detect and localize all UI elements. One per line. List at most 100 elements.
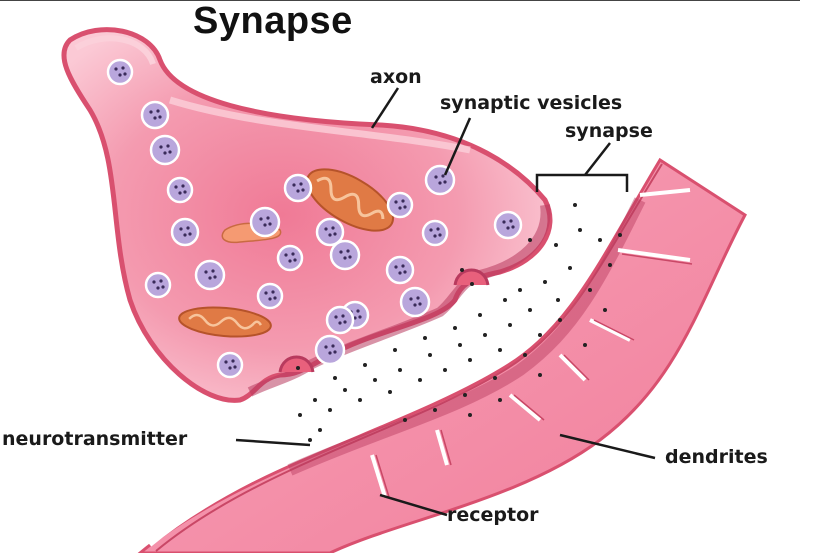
neurotransmitter-dot — [343, 388, 347, 392]
receptor-spines — [370, 188, 691, 498]
vesicle — [399, 286, 431, 318]
neurotransmitter-dot — [393, 348, 397, 352]
mitochondrion-1 — [306, 168, 394, 232]
vesicle — [386, 191, 414, 219]
synaptic-vesicles — [106, 58, 523, 379]
vesicle — [276, 244, 304, 272]
neurotransmitter-dot — [538, 373, 542, 377]
neurotransmitter-dot — [573, 203, 577, 207]
neurotransmitter-dot — [318, 428, 322, 432]
leader-lines — [235, 87, 656, 517]
vesicle — [170, 217, 200, 247]
neurotransmitter-dot — [443, 368, 447, 372]
vesicle — [256, 282, 284, 310]
neurotransmitter-dot — [523, 353, 527, 357]
neurotransmitter-dot — [588, 288, 592, 292]
vesicle — [249, 206, 281, 238]
postsynaptic-density — [287, 197, 646, 476]
fusing-vesicles — [278, 268, 490, 373]
vesicle — [325, 305, 355, 335]
neurotransmitter-dot — [333, 376, 337, 380]
neurotransmitter-dot — [583, 343, 587, 347]
vesicle — [493, 210, 523, 240]
vesicle — [329, 239, 361, 271]
neurotransmitter-dot — [398, 368, 402, 372]
dendrite-body — [137, 157, 747, 553]
vesicle — [314, 334, 346, 366]
neurotransmitter-dot — [423, 336, 427, 340]
top-border-line — [0, 0, 800, 1]
neurotransmitter-dot — [556, 298, 560, 302]
vesicle — [140, 100, 170, 130]
axon-terminal — [61, 27, 553, 403]
neurotransmitter-dot — [458, 343, 462, 347]
label-receptor: receptor — [447, 504, 539, 526]
neurotransmitter-dot — [478, 313, 482, 317]
vesicle — [149, 134, 181, 166]
vesicle — [385, 255, 415, 285]
neurotransmitter-dot — [418, 378, 422, 382]
receptor-pointer — [379, 493, 448, 517]
vesicle — [283, 173, 313, 203]
neurotransmitter-dot — [554, 243, 558, 247]
neurotransmitter-dot — [428, 353, 432, 357]
synapse-pointer — [584, 142, 611, 176]
neurotransmitter-dot — [308, 438, 312, 442]
neurotransmitter-dot — [608, 263, 612, 267]
neurotransmitter-dot — [298, 413, 302, 417]
neurotransmitter-dot — [388, 390, 392, 394]
neurotransmitter-dot — [528, 238, 532, 242]
neurotransmitter-dot — [468, 358, 472, 362]
diagram-title: Synapse — [193, 0, 353, 42]
neurotransmitter-dot — [528, 308, 532, 312]
neurotransmitter-dot — [498, 398, 502, 402]
dendrites-pointer — [559, 433, 656, 460]
neurotransmitter-dot — [433, 408, 437, 412]
neurotransmitter-dot — [508, 323, 512, 327]
neurotransmitter-dots — [296, 203, 622, 442]
label-dendrites: dendrites — [665, 446, 768, 468]
neurotransmitter-dot — [618, 233, 622, 237]
vesicle — [421, 219, 449, 247]
vesicle — [106, 58, 134, 86]
neurotransmitter-dot — [358, 398, 362, 402]
vesicle — [144, 271, 172, 299]
neurotransmitter-dot — [558, 318, 562, 322]
neurotransmitter-dot — [403, 418, 407, 422]
vesicle — [424, 164, 456, 196]
vesicle — [166, 176, 194, 204]
neurotransmitter-dot — [373, 378, 377, 382]
neurotransmitter-dot — [578, 228, 582, 232]
neurotransmitter-dot — [313, 398, 317, 402]
neurotransmitter-pointer — [235, 438, 311, 447]
vesicles-pointer — [443, 117, 472, 176]
neurotransmitter-dot — [503, 298, 507, 302]
presynaptic-membrane — [247, 204, 551, 397]
neurotransmitter-dot — [603, 308, 607, 312]
neurotransmitter-dot — [498, 348, 502, 352]
synapse-bracket — [535, 173, 629, 192]
axon-pointer — [370, 87, 400, 129]
label-synapse: synapse — [565, 120, 653, 142]
label-axon: axon — [370, 66, 422, 88]
vesicle — [216, 351, 244, 379]
postsynaptic-membrane — [148, 156, 658, 547]
neurotransmitter-dot — [598, 238, 602, 242]
neurotransmitter-dot — [363, 363, 367, 367]
label-synaptic-vesicles: synaptic vesicles — [440, 92, 623, 114]
neurotransmitter-dot — [296, 366, 300, 370]
neurotransmitter-dot — [328, 408, 332, 412]
neurotransmitter-dot — [463, 393, 467, 397]
neurotransmitter-dot — [470, 282, 474, 286]
vesicle — [315, 217, 345, 247]
label-neurotransmitter: neurotransmitter — [2, 428, 188, 450]
neurotransmitter-dot — [483, 333, 487, 337]
neurotransmitter-dot — [460, 268, 464, 272]
neurotransmitter-dot — [453, 326, 457, 330]
neurotransmitter-dot — [543, 280, 547, 284]
vesicle — [194, 259, 226, 291]
neurotransmitter-dot — [568, 266, 572, 270]
neurotransmitter-dot — [493, 376, 497, 380]
